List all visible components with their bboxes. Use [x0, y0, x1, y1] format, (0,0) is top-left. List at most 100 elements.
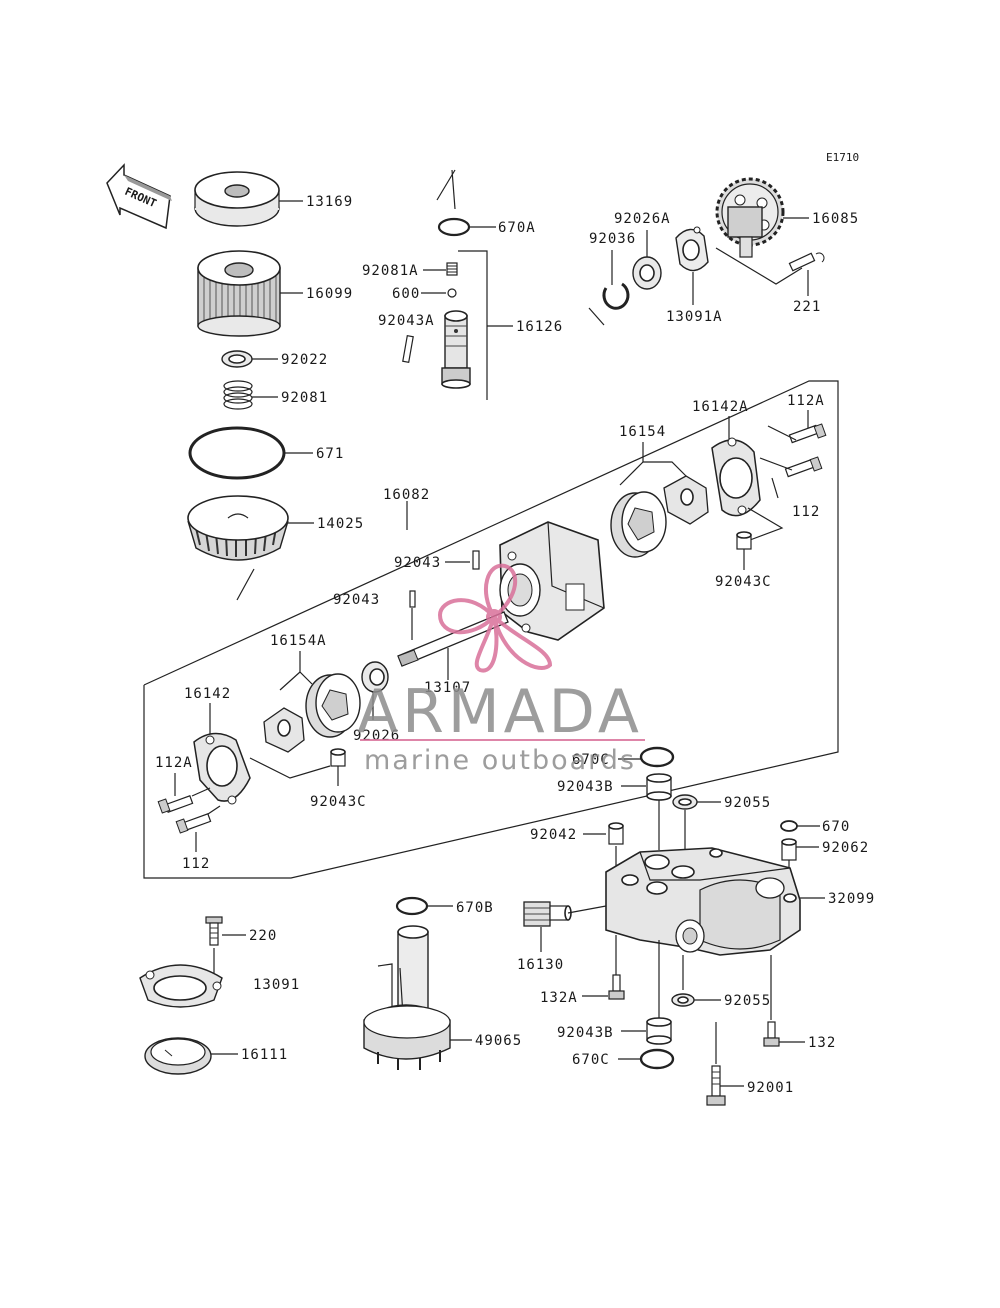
label-16154a: 16154A — [270, 633, 327, 649]
pump-housing-32099-icon — [605, 847, 801, 956]
label-92043-a: 92043 — [394, 555, 441, 571]
bolt-112-right-icon — [784, 456, 823, 478]
o-ring-670-icon — [780, 820, 798, 832]
circlip-92036-icon — [602, 282, 630, 310]
filter-cover-14025-icon — [187, 495, 289, 561]
bolt-132a-icon — [608, 974, 625, 1000]
oil-filter-element-icon — [197, 250, 281, 337]
label-16099: 16099 — [306, 286, 353, 302]
watermark-tagline: marine outboards — [364, 745, 636, 776]
label-16082: 16082 — [383, 487, 430, 503]
collar-92043c-left-icon — [330, 748, 346, 767]
outer-rotor-16154-icon — [610, 491, 667, 558]
fitting-16130-icon — [523, 901, 572, 927]
oil-filter-cap-icon — [194, 171, 280, 227]
diagram-code: E1710 — [826, 151, 859, 164]
label-49065: 49065 — [475, 1033, 522, 1049]
pump-assembly-frame — [143, 380, 839, 879]
spring-92081a-icon — [446, 262, 458, 276]
inner-rotor-16154-icon — [663, 475, 709, 525]
screw-220-icon — [205, 916, 223, 946]
label-92081: 92081 — [281, 390, 328, 406]
label-13091a: 13091A — [666, 309, 723, 325]
plate-13091a-icon — [675, 226, 709, 272]
front-arrow-icon: FRONT — [106, 163, 172, 230]
label-132: 132 — [808, 1035, 836, 1051]
label-671: 671 — [316, 446, 344, 462]
label-132a: 132A — [540, 990, 578, 1006]
label-221: 221 — [793, 299, 821, 315]
pin-92043-a-icon — [472, 550, 480, 570]
label-16142: 16142 — [184, 686, 231, 702]
armada-watermark: ARMADA marine outboards — [357, 563, 645, 776]
label-92043c-right: 92043C — [715, 574, 772, 590]
label-16085: 16085 — [812, 211, 859, 227]
o-ring-670c-bot-icon — [639, 1048, 675, 1070]
label-92036: 92036 — [589, 231, 636, 247]
pin-92043-b-icon — [409, 590, 416, 608]
label-16111: 16111 — [241, 1047, 288, 1063]
ball-600-icon — [447, 288, 457, 298]
o-ring-670b-icon — [395, 896, 429, 916]
spring-92081-icon — [223, 380, 253, 410]
outer-rotor-16154a-icon — [305, 673, 361, 738]
label-16130: 16130 — [517, 957, 564, 973]
inner-rotor-16154a-icon — [263, 707, 305, 753]
label-92055-top: 92055 — [724, 795, 771, 811]
bolt-112a-right-icon — [788, 423, 827, 444]
cover-16142-icon — [193, 732, 251, 805]
label-32099: 32099 — [828, 891, 875, 907]
watermark-brand: ARMADA — [357, 677, 643, 747]
label-92026a: 92026A — [614, 211, 671, 227]
label-92081a: 92081A — [362, 263, 419, 279]
propeller-logo-icon — [437, 563, 553, 673]
o-ring-670c-top-icon — [639, 746, 675, 768]
label-670a: 670A — [498, 220, 536, 236]
collar-92062-icon — [781, 838, 797, 861]
label-92055-bot: 92055 — [724, 993, 771, 1009]
label-16142a: 16142A — [692, 399, 749, 415]
washer-92055-top-icon — [672, 794, 698, 810]
strainer-16111-icon — [144, 1037, 212, 1075]
collar-92042-icon — [608, 822, 624, 845]
bolt-112a-left-icon — [157, 795, 194, 814]
label-16154: 16154 — [619, 424, 666, 440]
gear-16085-icon — [715, 177, 785, 258]
label-92062: 92062 — [822, 840, 869, 856]
bolt-132-icon — [763, 1021, 780, 1047]
label-112a-left: 112A — [155, 755, 193, 771]
o-ring-671-icon — [188, 426, 286, 480]
label-13107: 13107 — [424, 680, 471, 696]
label-112a-right: 112A — [787, 393, 825, 409]
label-13169: 13169 — [306, 194, 353, 210]
pin-92043a-icon — [402, 334, 414, 364]
label-92022: 92022 — [281, 352, 328, 368]
label-600: 600 — [392, 286, 420, 302]
relief-valve-16126-icon — [441, 310, 471, 389]
collar-92043c-right-icon — [736, 531, 752, 550]
washer-92026a-icon — [632, 256, 662, 290]
collar-92043b-top-icon — [646, 773, 672, 801]
label-670c-top: 670C — [572, 752, 610, 768]
collar-92043b-bot-icon — [646, 1017, 672, 1045]
cover-16142a-icon — [711, 437, 761, 517]
label-92043b-top: 92043B — [557, 779, 614, 795]
label-670c-bot: 670C — [572, 1052, 610, 1068]
label-92043b-bot: 92043B — [557, 1025, 614, 1041]
label-112-left: 112 — [182, 856, 210, 872]
label-92001: 92001 — [747, 1080, 794, 1096]
o-ring-670a-icon — [437, 217, 471, 237]
label-92043c-left: 92043C — [310, 794, 367, 810]
pin-221-icon — [788, 252, 825, 272]
washer-92022-icon — [221, 350, 253, 368]
label-112-right: 112 — [792, 504, 820, 520]
label-16126: 16126 — [516, 319, 563, 335]
washer-92026-icon — [361, 661, 389, 693]
label-92043-b: 92043 — [333, 592, 380, 608]
label-670b: 670B — [456, 900, 494, 916]
plate-13091-icon — [139, 964, 223, 1008]
pump-body-icon — [499, 521, 605, 641]
label-670: 670 — [822, 819, 850, 835]
